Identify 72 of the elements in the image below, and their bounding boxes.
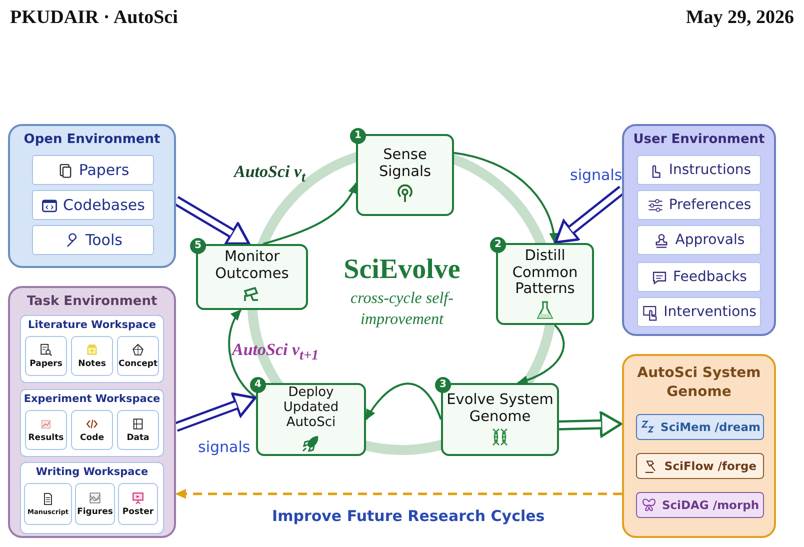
item-card <box>71 336 113 376</box>
step-label: Evolve System Genome <box>446 392 554 426</box>
item-label: Figures <box>77 507 113 517</box>
item-card <box>637 297 761 327</box>
item-card <box>117 336 159 376</box>
item-label: Code <box>80 433 104 443</box>
step-number-badge: 2 <box>490 237 506 253</box>
item-label: Instructions <box>668 162 752 178</box>
environment-panel <box>8 286 176 538</box>
item-card <box>75 483 115 525</box>
item-card <box>117 410 159 450</box>
cycle-subtitle: cross-cycle self-improvement <box>350 289 454 330</box>
header-title: PKUDAIR · AutoSci <box>10 7 178 29</box>
module-card <box>636 414 764 440</box>
item-label: Preferences <box>668 197 752 213</box>
date-label: May 29, 2026 <box>686 7 794 29</box>
item-card <box>71 410 113 450</box>
panel-title: Open Environment <box>22 131 162 149</box>
item-label: Results <box>28 433 64 443</box>
workspace-card <box>20 389 164 457</box>
module-card <box>636 453 764 479</box>
item-label: Feedbacks <box>673 269 747 285</box>
item-label: Approvals <box>675 232 745 248</box>
environment-panel <box>622 354 776 538</box>
step-number-badge: 1 <box>350 128 366 144</box>
item-label: Notes <box>78 359 106 369</box>
item-card <box>32 225 154 255</box>
item-card <box>637 190 761 220</box>
version-label: AutoSci v$_{t}$ <box>234 162 306 186</box>
item-card <box>24 483 72 525</box>
step-number-badge: 4 <box>250 377 266 393</box>
item-card <box>25 336 67 376</box>
environment-panel <box>8 124 176 268</box>
item-label: Concept <box>118 359 158 369</box>
item-label: Codebases <box>63 196 145 214</box>
module-label: SciMem /dream <box>660 420 760 434</box>
step-label: Sense Signals <box>378 147 432 181</box>
item-card <box>118 483 158 525</box>
module-label: SciFlow /forge <box>664 459 757 473</box>
step-label: Distill Common Patterns <box>511 248 579 298</box>
edge-label: signals <box>196 438 252 456</box>
item-card <box>637 155 761 185</box>
item-label: Papers <box>78 161 130 179</box>
item-card <box>32 190 154 220</box>
module-label: SciDAG /morph <box>662 498 760 512</box>
edge-label: Improve Future Research Cycles <box>270 507 547 525</box>
workspace-title: Literature Workspace <box>27 319 157 331</box>
step-label: Monitor Outcomes <box>214 249 290 283</box>
workspace-card <box>20 315 164 383</box>
step-number-badge: 5 <box>190 238 206 254</box>
step-label: Deploy Updated AutoSci <box>282 386 340 431</box>
item-label: Poster <box>122 507 154 517</box>
edge-label: signals <box>568 166 624 184</box>
workspace-card <box>20 462 164 534</box>
item-card <box>32 155 154 185</box>
workspace-title: Experiment Workspace <box>22 393 162 405</box>
item-card <box>637 225 761 255</box>
panel-title: AutoSci System Genome <box>636 364 762 402</box>
item-label: Papers <box>30 359 62 369</box>
panel-title: Task Environment <box>26 293 158 311</box>
module-card <box>636 492 764 518</box>
item-card <box>25 410 67 450</box>
item-label: Data <box>126 433 150 443</box>
cycle-title: SciEvolve <box>342 254 462 286</box>
step-number-badge: 3 <box>435 377 451 393</box>
workspace-title: Writing Workspace <box>34 466 150 478</box>
item-card <box>637 262 761 292</box>
panel-title: User Environment <box>632 131 766 149</box>
item-label: Interventions <box>664 304 756 320</box>
item-label: Tools <box>86 231 122 249</box>
environment-panel <box>622 124 776 336</box>
version-label: AutoSci v$_{t+1}$ <box>232 340 319 364</box>
